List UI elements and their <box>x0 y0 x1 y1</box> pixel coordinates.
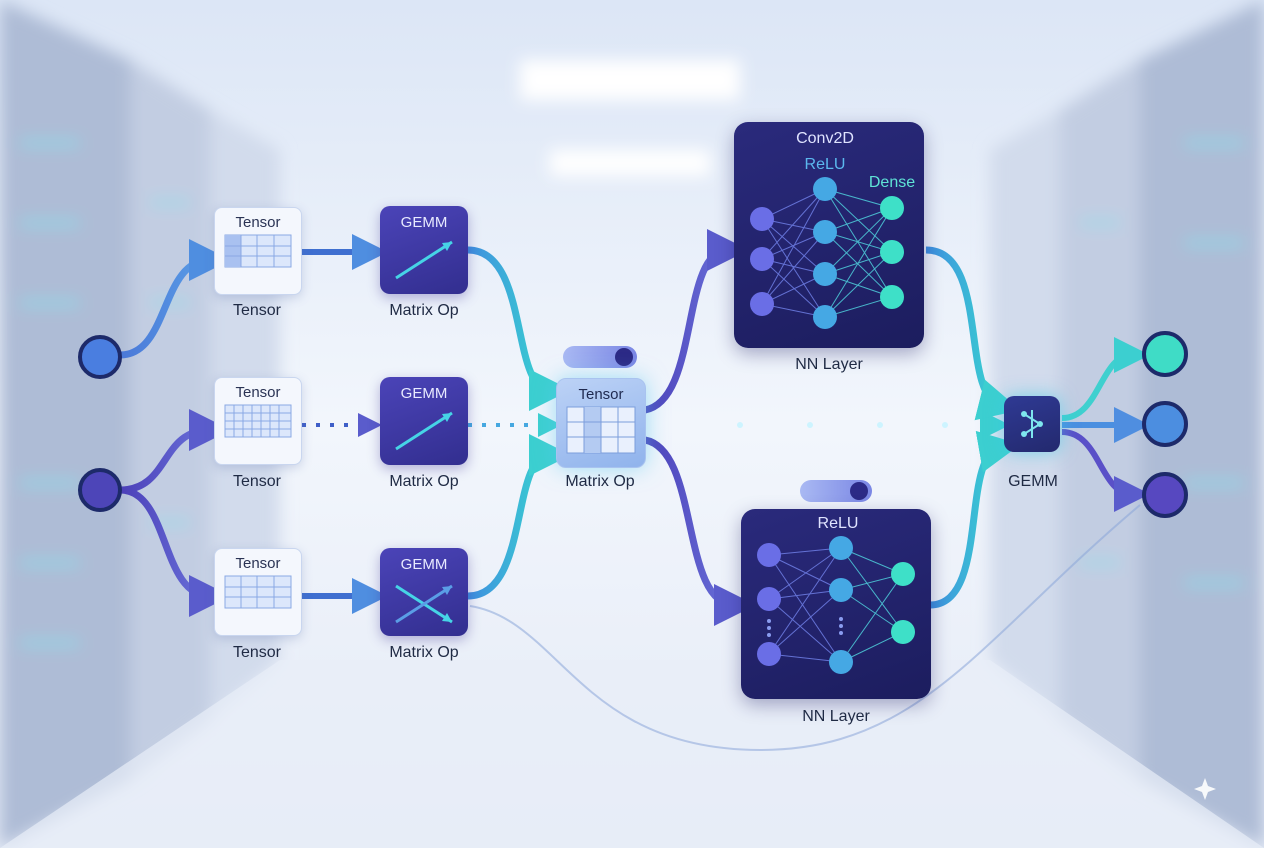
network-icon <box>750 177 904 329</box>
output-gemm-label: GEMM <box>1008 473 1058 490</box>
gemm-card-title: GEMM <box>400 214 448 231</box>
gemm-card-title: GEMM <box>400 385 448 402</box>
tensor-card-3[interactable]: Tensor <box>214 548 302 636</box>
output-node-3[interactable] <box>1142 472 1188 518</box>
nn-bottom-label-relu: ReLU <box>817 515 859 532</box>
toggle-knob <box>850 482 868 500</box>
tensor-label-3: Tensor <box>232 644 282 661</box>
matrix-op-label-1: Matrix Op <box>389 302 459 319</box>
gemm-card-2[interactable]: GEMM <box>380 377 468 465</box>
input-node-2[interactable] <box>78 468 122 512</box>
tensor-card-2[interactable]: Tensor <box>214 377 302 465</box>
center-tensor-card[interactable]: Tensor <box>556 378 646 468</box>
nn-bottom-toggle[interactable] <box>800 480 872 502</box>
tensor-grid-icon <box>224 404 292 438</box>
matrix-op-label-3: Matrix Op <box>389 644 459 661</box>
tensor-card-1[interactable]: Tensor <box>214 207 302 295</box>
tensor-grid-icon <box>224 575 292 609</box>
output-gemm-card[interactable] <box>1004 396 1060 452</box>
gemm-merge-icon <box>1021 410 1043 438</box>
nn-layer-bottom-caption: NN Layer <box>802 708 870 725</box>
tensor-grid-icon <box>224 234 292 268</box>
tensor-card-title: Tensor <box>235 384 281 401</box>
nn-layer-top[interactable]: Conv2D ReLU Dense <box>734 122 924 348</box>
tensor-label-2: Tensor <box>232 473 282 490</box>
gemm-card-title: GEMM <box>400 556 448 573</box>
toggle-knob <box>615 348 633 366</box>
tensor-label-1: Tensor <box>232 302 282 319</box>
tensor-card-title: Tensor <box>235 555 281 572</box>
gemm-arrow-icon <box>395 240 453 280</box>
sparkle-icon <box>1194 778 1216 800</box>
nn-layer-bottom[interactable]: ReLU <box>741 509 931 699</box>
nn-top-label-conv2d: Conv2D <box>796 130 854 147</box>
gemm-arrow-icon <box>395 411 453 451</box>
gemm-card-1[interactable]: GEMM <box>380 206 468 294</box>
gemm-card-3[interactable]: GEMM <box>380 548 468 636</box>
center-tensor-title: Tensor <box>578 386 624 403</box>
input-node-1[interactable] <box>78 335 122 379</box>
nn-top-label-relu: ReLU <box>804 156 846 173</box>
nn-layer-top-caption: NN Layer <box>795 356 863 373</box>
network-icon <box>757 536 915 674</box>
tensor-card-title: Tensor <box>235 214 281 231</box>
center-toggle[interactable] <box>563 346 637 368</box>
gemm-cross-icon <box>395 584 453 624</box>
tensor-grid-icon <box>566 406 636 454</box>
output-node-1[interactable] <box>1142 331 1188 377</box>
nn-top-label-dense: Dense <box>868 174 916 191</box>
center-matrix-op-label: Matrix Op <box>565 473 635 490</box>
matrix-op-label-2: Matrix Op <box>389 473 459 490</box>
output-node-2[interactable] <box>1142 401 1188 447</box>
